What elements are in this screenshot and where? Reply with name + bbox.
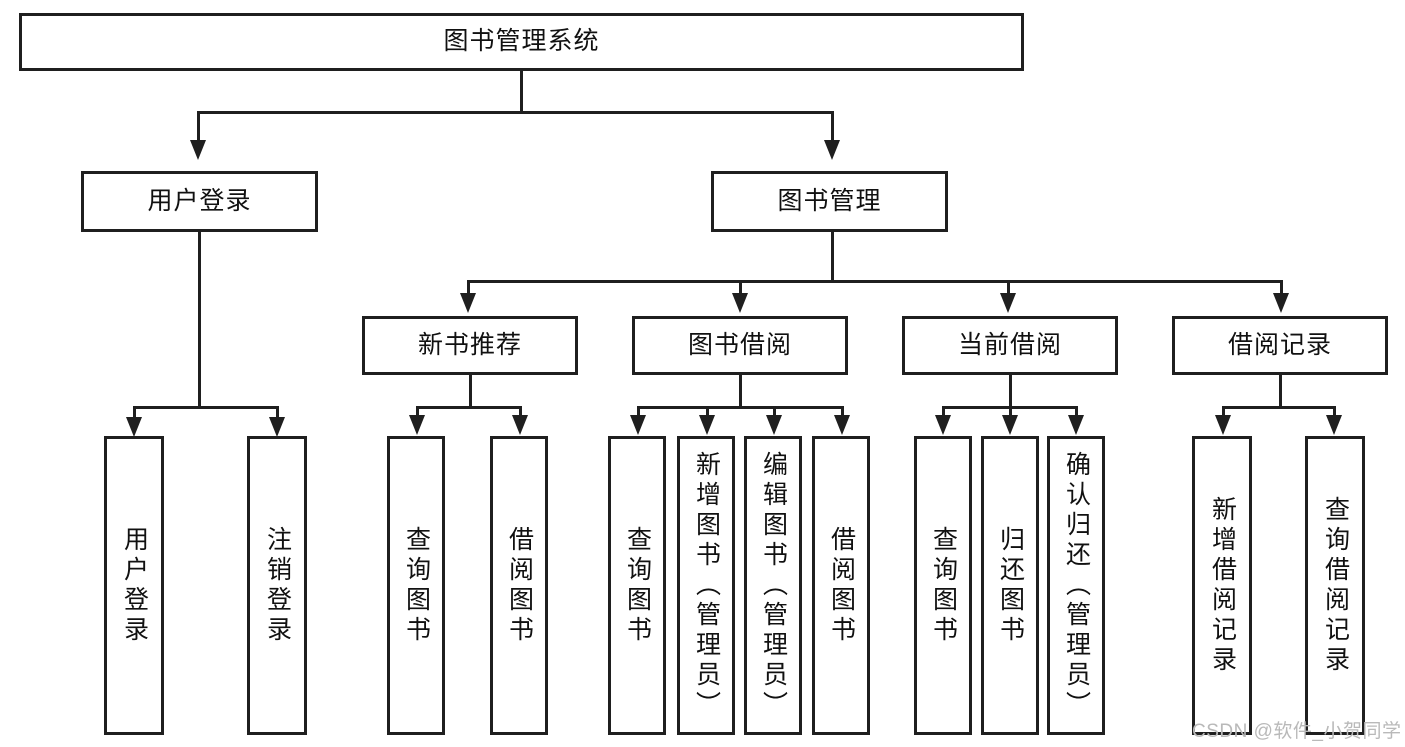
leaf-user-login[interactable]: 用户登录 xyxy=(104,436,164,735)
node-label: 用户登录 xyxy=(120,525,149,646)
node-label: 图书管理系统 xyxy=(443,27,600,56)
edge-root-to-book-management xyxy=(831,111,834,140)
edge-new-book-drop-2 xyxy=(519,406,522,418)
edge-root-bus xyxy=(197,111,834,114)
node-label: 注销登录 xyxy=(263,525,292,646)
arrow-book-borrow-leaf-3 xyxy=(766,415,782,435)
edge-current-borrow-drop-2 xyxy=(1009,406,1012,418)
leaf-query-borrow-record[interactable]: 查询借阅记录 xyxy=(1305,436,1365,735)
leaf-borrow-books[interactable]: 借阅图书 xyxy=(812,436,870,735)
node-current-borrow[interactable]: 当前借阅 xyxy=(902,316,1118,375)
edge-user-login-bus xyxy=(133,406,279,409)
node-label: 借阅图书 xyxy=(827,525,856,646)
watermark-text: CSDN @软件_小贺同学 xyxy=(1192,721,1402,742)
node-label: 查询图书 xyxy=(623,525,652,646)
edge-root-to-user-login xyxy=(197,111,200,140)
leaf-query-books-borrow[interactable]: 查询图书 xyxy=(608,436,666,735)
edge-new-book-bus xyxy=(416,406,522,409)
leaf-borrow-books-recommend[interactable]: 借阅图书 xyxy=(490,436,548,735)
arrow-book-borrow-leaf-1 xyxy=(630,415,646,435)
arrow-new-book-leaf-1 xyxy=(409,415,425,435)
arrow-current-borrow-leaf-1 xyxy=(935,415,951,435)
leaf-confirm-return-admin[interactable]: 确认归还（管理员） xyxy=(1047,436,1105,735)
leaf-query-books-current[interactable]: 查询图书 xyxy=(914,436,972,735)
leaf-add-borrow-record[interactable]: 新增借阅记录 xyxy=(1192,436,1252,735)
edge-current-borrow-drop-1 xyxy=(942,406,945,418)
arrow-current-borrow-leaf-3 xyxy=(1068,415,1084,435)
edge-current-borrow-stem xyxy=(1009,375,1012,408)
edge-borrow-record-drop-1 xyxy=(1222,406,1225,418)
edge-root-stem xyxy=(520,71,523,111)
edge-book-borrow-drop-1 xyxy=(637,406,640,418)
node-book-management[interactable]: 图书管理 xyxy=(711,171,948,232)
edge-current-borrow-drop-3 xyxy=(1075,406,1078,418)
edge-book-borrow-drop-3 xyxy=(773,406,776,418)
node-label: 借阅图书 xyxy=(505,525,534,646)
node-label: 确认归还（管理员） xyxy=(1062,450,1091,721)
arrow-user-login-leaf-1 xyxy=(126,417,142,437)
arrow-root-to-user-login xyxy=(190,140,206,160)
edge-user-login-drop-1 xyxy=(133,406,136,420)
node-label: 查询借阅记录 xyxy=(1321,495,1350,676)
edge-borrow-record-stem xyxy=(1279,375,1282,408)
node-new-book-recommend[interactable]: 新书推荐 xyxy=(362,316,578,375)
edge-level3-bus xyxy=(467,280,1283,283)
edge-book-borrow-stem xyxy=(739,375,742,408)
edge-user-login-drop-2 xyxy=(276,406,279,420)
node-user-login[interactable]: 用户登录 xyxy=(81,171,318,232)
leaf-logout-login[interactable]: 注销登录 xyxy=(247,436,307,735)
leaf-query-books-recommend[interactable]: 查询图书 xyxy=(387,436,445,735)
arrow-to-new-book-recommend xyxy=(460,293,476,313)
edge-new-book-drop-1 xyxy=(416,406,419,418)
node-label: 图书管理 xyxy=(777,186,882,215)
node-label: 查询图书 xyxy=(929,525,958,646)
edge-book-borrow-bus xyxy=(637,406,844,409)
edge-borrow-record-bus xyxy=(1222,406,1336,409)
arrow-to-borrow-record xyxy=(1273,293,1289,313)
edge-borrow-record-drop-2 xyxy=(1333,406,1336,418)
arrow-user-login-leaf-2 xyxy=(269,417,285,437)
edge-user-login-stem xyxy=(198,232,201,408)
edge-book-management-stem xyxy=(831,232,834,280)
node-label: 新增借阅记录 xyxy=(1208,495,1237,676)
edge-drop-current-borrow xyxy=(1007,280,1010,296)
node-label: 当前借阅 xyxy=(957,330,1062,359)
node-label: 编辑图书（管理员） xyxy=(759,450,788,721)
leaf-add-book-admin[interactable]: 新增图书（管理员） xyxy=(677,436,735,735)
arrow-to-current-borrow xyxy=(1000,293,1016,313)
leaf-return-books[interactable]: 归还图书 xyxy=(981,436,1039,735)
arrow-to-book-borrow xyxy=(732,293,748,313)
edge-drop-borrow-record xyxy=(1280,280,1283,296)
edge-new-book-stem xyxy=(469,375,472,408)
node-book-borrow[interactable]: 图书借阅 xyxy=(632,316,848,375)
node-label: 图书借阅 xyxy=(687,330,792,359)
node-label: 新书推荐 xyxy=(417,330,522,359)
arrow-current-borrow-leaf-2 xyxy=(1002,415,1018,435)
edge-drop-new-book xyxy=(467,280,470,296)
node-label: 归还图书 xyxy=(996,525,1025,646)
node-label: 借阅记录 xyxy=(1227,330,1332,359)
node-label: 新增图书（管理员） xyxy=(692,450,721,721)
edge-book-borrow-drop-2 xyxy=(706,406,709,418)
node-root-book-management-system[interactable]: 图书管理系统 xyxy=(19,13,1024,71)
leaf-edit-book-admin[interactable]: 编辑图书（管理员） xyxy=(744,436,802,735)
node-label: 查询图书 xyxy=(402,525,431,646)
arrow-borrow-record-leaf-1 xyxy=(1215,415,1231,435)
node-label: 用户登录 xyxy=(147,186,252,215)
edge-drop-book-borrow xyxy=(739,280,742,296)
arrow-book-borrow-leaf-2 xyxy=(699,415,715,435)
arrow-book-borrow-leaf-4 xyxy=(834,415,850,435)
arrow-new-book-leaf-2 xyxy=(512,415,528,435)
node-borrow-record[interactable]: 借阅记录 xyxy=(1172,316,1388,375)
edge-book-borrow-drop-4 xyxy=(841,406,844,418)
arrow-borrow-record-leaf-2 xyxy=(1326,415,1342,435)
arrow-root-to-book-management xyxy=(824,140,840,160)
